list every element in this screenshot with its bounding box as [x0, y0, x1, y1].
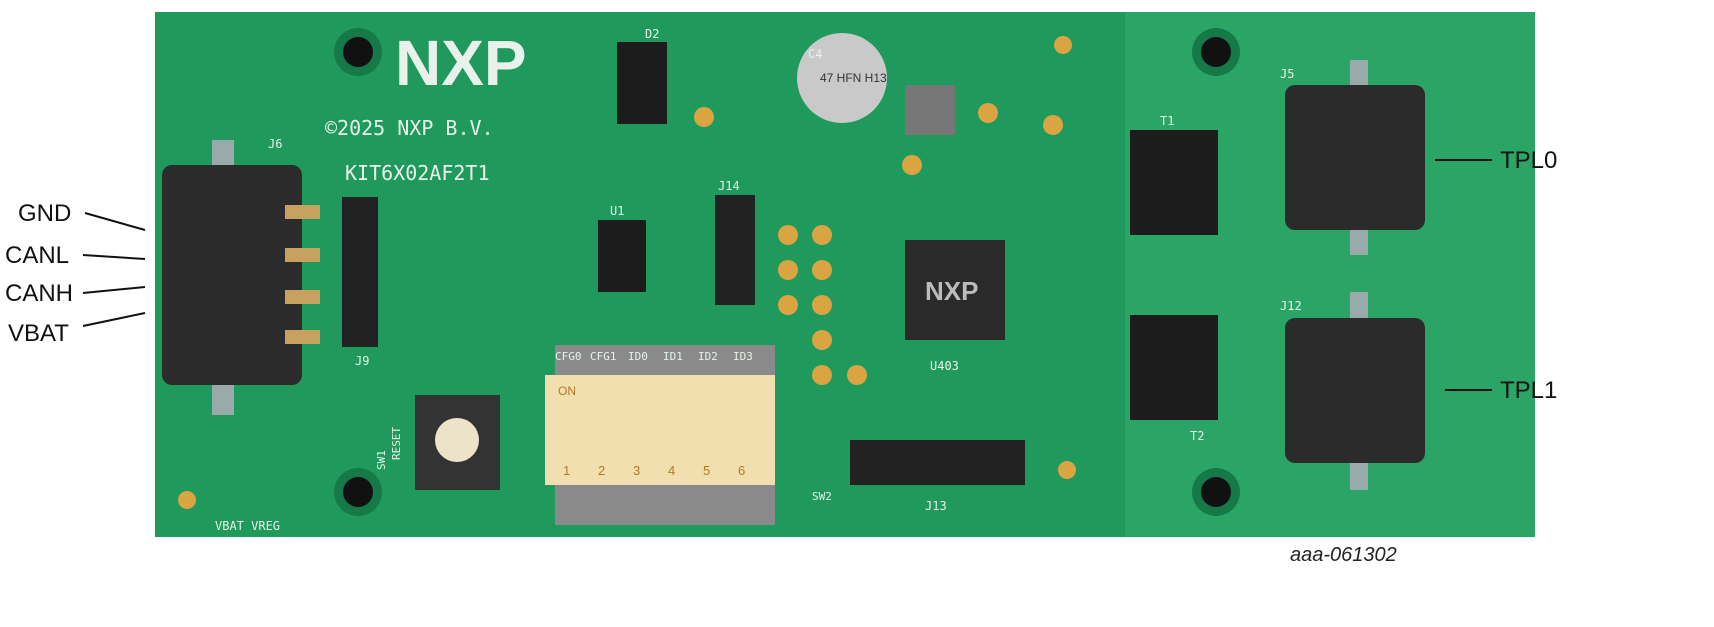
j12-connector: J12: [1280, 292, 1425, 490]
svg-text:J13: J13: [925, 499, 947, 513]
svg-text:T1: T1: [1160, 114, 1174, 128]
j5-connector: J5: [1280, 60, 1425, 255]
svg-text:2: 2: [598, 463, 605, 478]
part-number-silkscreen: KIT6X02AF2T1: [345, 161, 490, 185]
svg-text:J9: J9: [355, 354, 369, 368]
cap-marking: 47 HFN H13: [820, 71, 887, 85]
svg-text:J6: J6: [268, 137, 282, 151]
callout-tpl0: TPL0: [1500, 147, 1558, 174]
svg-text:3: 3: [633, 463, 640, 478]
svg-text:J5: J5: [1280, 67, 1294, 81]
svg-text:ID3: ID3: [733, 350, 753, 363]
mounting-holes: [178, 28, 1240, 516]
callout-tpl1: TPL1: [1500, 377, 1558, 404]
svg-text:CFG0: CFG0: [555, 350, 582, 363]
svg-text:J14: J14: [718, 179, 740, 193]
svg-text:ID0: ID0: [628, 350, 648, 363]
svg-text:ID1: ID1: [663, 350, 683, 363]
j13-header: J13: [850, 440, 1025, 513]
l1-inductor: [905, 85, 955, 135]
callout-canh: CANH: [5, 280, 74, 307]
j6-connector: J6: [162, 137, 320, 415]
t2-transformer: [1130, 315, 1218, 420]
svg-text:RESET: RESET: [390, 427, 403, 460]
svg-text:ID2: ID2: [698, 350, 718, 363]
c4-capacitor: [797, 33, 887, 123]
svg-text:SW1: SW1: [375, 450, 388, 470]
svg-text:4: 4: [668, 463, 675, 478]
j14-header: [715, 195, 755, 305]
svg-text:J12: J12: [1280, 299, 1302, 313]
test-points: [694, 103, 1063, 385]
callout-gnd: GND: [18, 200, 72, 227]
svg-text:ON: ON: [558, 384, 576, 398]
d2-diode: [617, 42, 667, 124]
copyright-silkscreen: ©2025 NXP B.V.: [325, 116, 494, 140]
svg-text:5: 5: [703, 463, 710, 478]
u403-mcu: [905, 240, 1005, 340]
nxp-logo: NXP: [395, 27, 527, 99]
sw2-label: SW2: [812, 490, 832, 503]
svg-text:6: 6: [738, 463, 745, 478]
callout-lines: [82, 159, 1492, 391]
reset-switch: RESET SW1: [375, 395, 500, 490]
j9-header: J9: [342, 197, 378, 368]
svg-text:CFG1: CFG1: [590, 350, 617, 363]
figure-id: aaa-061302: [1290, 544, 1397, 566]
dip-switch: ON CFG0 CFG1 ID0 ID1 ID2 ID3 1 2 3 4 5 6: [545, 345, 775, 525]
led-labels: VBAT VREG: [215, 519, 280, 533]
callout-canl: CANL: [5, 242, 70, 269]
u1-ic: [598, 220, 646, 292]
svg-text:C4: C4: [808, 47, 822, 61]
t1-transformer: [1130, 130, 1218, 235]
svg-text:D2: D2: [645, 27, 659, 41]
svg-text:U1: U1: [610, 204, 624, 218]
svg-text:1: 1: [563, 463, 570, 478]
callout-vbat: VBAT: [8, 320, 69, 347]
chip-logo: NXP: [925, 276, 978, 306]
svg-text:T2: T2: [1190, 429, 1204, 443]
svg-text:U403: U403: [930, 359, 959, 373]
